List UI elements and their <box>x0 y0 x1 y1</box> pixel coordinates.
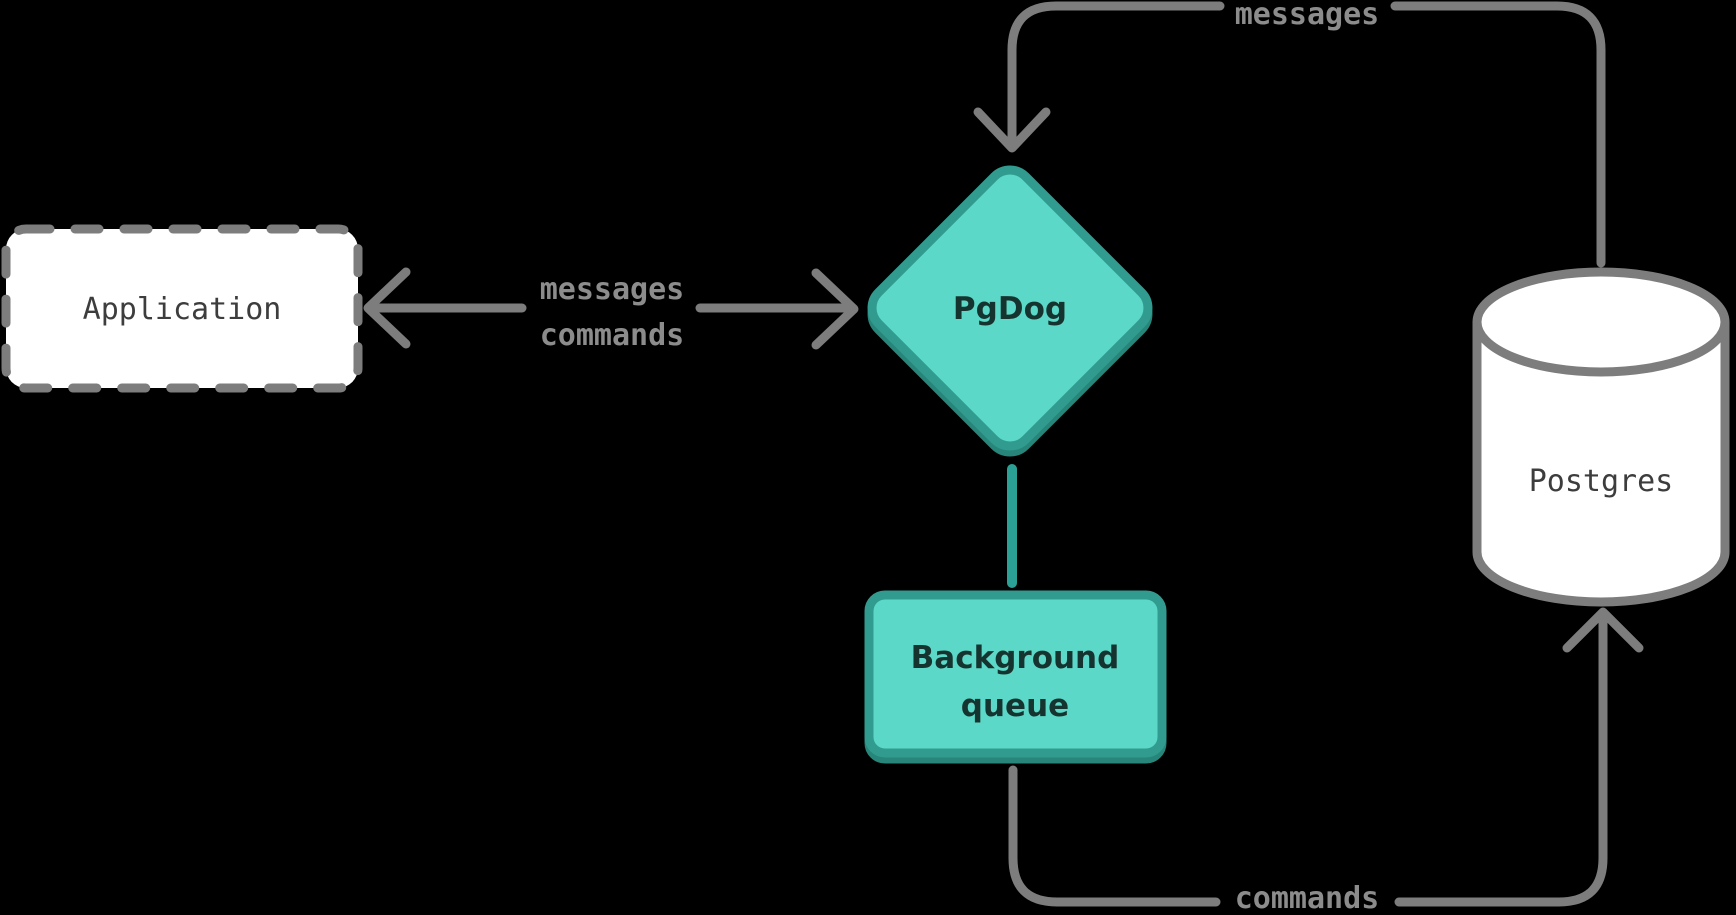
background-queue-label-line2: queue <box>961 688 1069 724</box>
edge-queue-to-postgres-right-segment <box>1394 609 1608 907</box>
edge-queue-to-postgres <box>1008 607 1644 907</box>
background-queue-box <box>864 590 1167 758</box>
arrowhead-down-icon <box>973 107 1051 153</box>
label-bottom-commands: commands <box>1235 881 1380 915</box>
application-box <box>1 224 363 393</box>
edge-postgres-to-pgdog <box>973 1 1606 268</box>
arrowhead-up-icon <box>1562 607 1644 653</box>
background-queue-node: Background queue <box>864 590 1167 764</box>
postgres-cylinder-top-arc <box>1472 321 1730 377</box>
pgdog-diamond <box>867 165 1153 451</box>
postgres-node: Postgres <box>1472 267 1730 607</box>
edge-app-pgdog <box>363 267 859 350</box>
postgres-label: Postgres <box>1529 464 1674 499</box>
edge-queue-to-postgres-left-segment <box>1008 765 1221 907</box>
application-node: Application <box>1 224 363 393</box>
postgres-cylinder-body <box>1472 267 1730 607</box>
arrowhead-right-icon <box>811 268 859 350</box>
pgdog-label: PgDog <box>953 291 1067 327</box>
label-mid-commands: commands <box>540 318 685 353</box>
edge-postgres-to-pgdog-right-segment <box>1390 1 1606 268</box>
background-queue-label-line1: Background <box>911 640 1120 676</box>
label-mid-messages: messages <box>540 272 685 307</box>
label-top-messages: messages <box>1235 0 1380 32</box>
arrowhead-left-icon <box>363 267 411 349</box>
edge-postgres-to-pgdog-left-segment <box>1007 1 1225 151</box>
pgdog-node: PgDog <box>867 165 1153 457</box>
application-label: Application <box>83 292 282 327</box>
